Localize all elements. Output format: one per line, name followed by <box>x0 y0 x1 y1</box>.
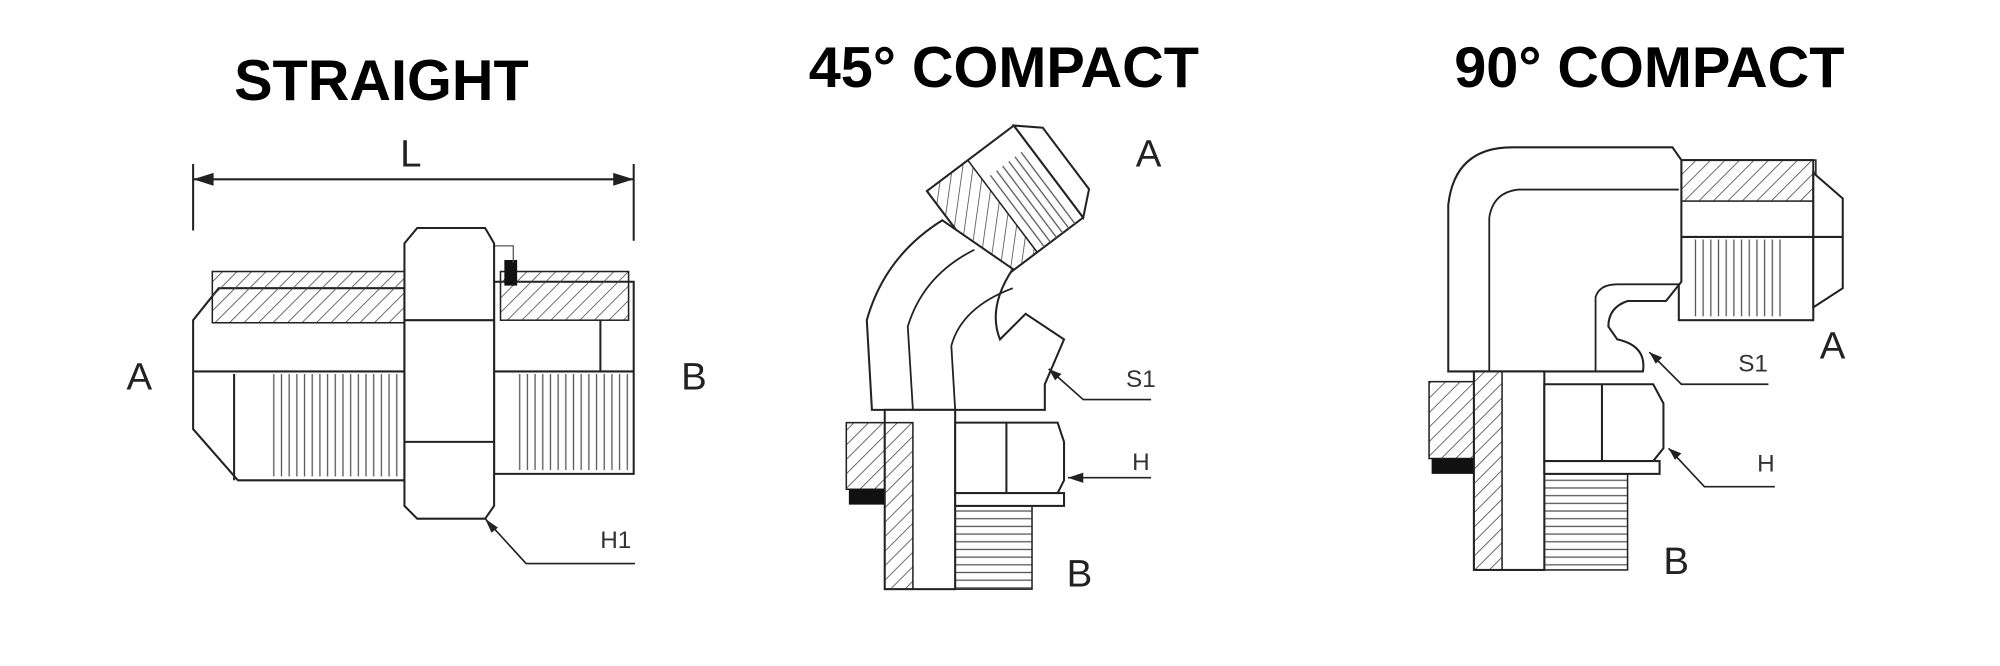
label-h1: H1 <box>600 527 631 554</box>
label-45-a: A <box>1136 133 1162 176</box>
label-45-s1: S1 <box>1126 366 1156 393</box>
label-45-b: B <box>1067 553 1093 596</box>
label-90-h: H <box>1757 450 1775 477</box>
straight-fitting-drawing <box>192 163 635 565</box>
title-45-compact: 45° COMPACT <box>809 36 1199 100</box>
label-90-a: A <box>1820 325 1846 368</box>
90-compact-fitting-drawing <box>1428 146 1844 571</box>
label-90-s1: S1 <box>1738 350 1768 377</box>
label-straight-a: A <box>127 355 153 398</box>
label-l: L <box>400 133 421 176</box>
title-straight: STRAIGHT <box>234 49 529 113</box>
title-90-compact: 90° COMPACT <box>1454 36 1844 100</box>
45-compact-fitting-drawing <box>845 124 1152 591</box>
label-straight-b: B <box>681 355 707 398</box>
label-90-b: B <box>1663 540 1689 583</box>
label-45-h: H <box>1132 449 1150 476</box>
